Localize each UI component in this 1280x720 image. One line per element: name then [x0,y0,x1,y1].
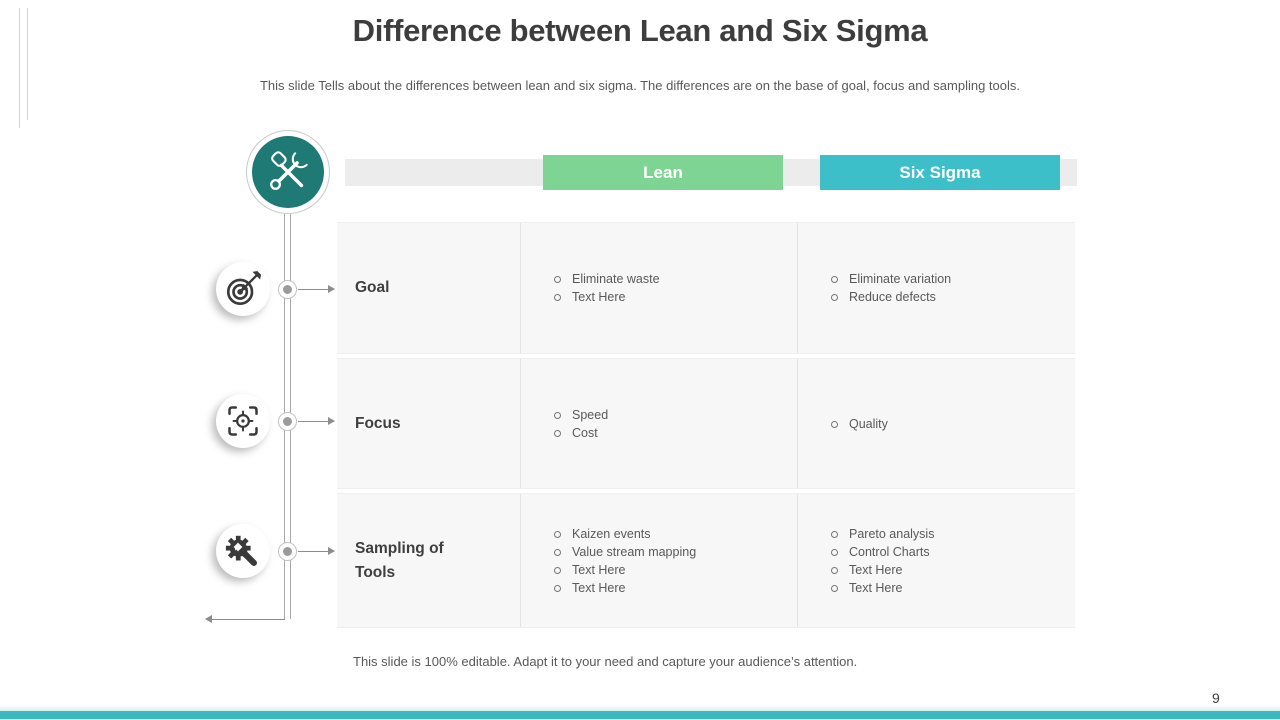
bullet-item: Cost [553,424,608,442]
bullet-item: Text Here [553,579,696,597]
six-sigma-cell: Pareto analysis Control Charts Text Here… [797,494,1075,627]
column-header-lean: Lean [543,155,783,190]
bullet-item: Text Here [553,561,696,579]
bullet-list: Quality [830,415,888,433]
six-sigma-cell: Quality [797,359,1075,488]
row-label: Sampling of Tools [355,540,444,581]
bullet-item: Pareto analysis [830,525,934,543]
table-row-sampling-of-tools: Sampling of Tools Kaizen events Value st… [337,493,1075,628]
bullet-item: Value stream mapping [553,543,696,561]
table-row-goal: Goal Eliminate waste Text Here Eliminate… [337,222,1075,354]
row-label-cell: Focus [337,359,520,488]
bullet-list: Eliminate waste Text Here [553,270,660,306]
timeline-node [278,280,297,299]
bullet-item: Eliminate variation [830,270,951,288]
lean-cell: Kaizen events Value stream mapping Text … [520,494,797,627]
slide-subtitle: This slide Tells about the differences b… [259,78,1020,93]
bullet-item: Text Here [553,288,660,306]
bullet-list: Speed Cost [553,406,608,442]
lean-cell: Speed Cost [520,359,797,488]
bullet-item: Speed [553,406,608,424]
bottom-bar [0,711,1280,719]
bullet-item: Eliminate waste [553,270,660,288]
column-header-six-sigma: Six Sigma [820,155,1060,190]
left-decor-line [27,8,28,120]
tools-icon [270,151,308,190]
bottom-bar-fade [0,705,1280,711]
page-title: Difference between Lean and Six Sigma [352,13,928,48]
row-label: Focus [355,414,401,432]
target-dart-icon [226,270,262,306]
focus-icon-circle [216,394,270,448]
bullet-list: Eliminate variation Reduce defects [830,270,951,306]
arrow-right-icon [298,285,335,293]
lean-cell: Eliminate waste Text Here [520,223,797,353]
arrow-left-icon [205,615,285,623]
bullet-item: Quality [830,415,888,433]
tools-badge [246,130,330,214]
left-decor-line [19,8,20,128]
footer-note: This slide is 100% editable. Adapt it to… [353,654,858,669]
row-label-cell: Sampling of Tools [337,494,520,627]
row-label: Goal [355,279,390,297]
bullet-list: Pareto analysis Control Charts Text Here… [830,525,934,597]
focus-crosshair-icon [228,406,258,436]
bullet-item: Kaizen events [553,525,696,543]
goal-icon-circle [216,262,270,316]
page-number: 9 [1212,690,1220,706]
arrow-right-icon [298,547,335,555]
row-label-cell: Goal [337,223,520,353]
bullet-item: Reduce defects [830,288,951,306]
bullet-item: Text Here [830,561,934,579]
arrow-right-icon [298,417,335,425]
bullet-item: Text Here [830,579,934,597]
gear-wrench-icon [225,535,258,566]
timeline-node [278,542,297,561]
six-sigma-cell: Eliminate variation Reduce defects [797,223,1075,353]
table-row-focus: Focus Speed Cost Quality [337,358,1075,489]
timeline-node [278,412,297,431]
tools-badge-inner [252,136,324,208]
sampling-icon-circle [216,524,270,578]
bullet-item: Control Charts [830,543,934,561]
bullet-list: Kaizen events Value stream mapping Text … [553,525,696,597]
